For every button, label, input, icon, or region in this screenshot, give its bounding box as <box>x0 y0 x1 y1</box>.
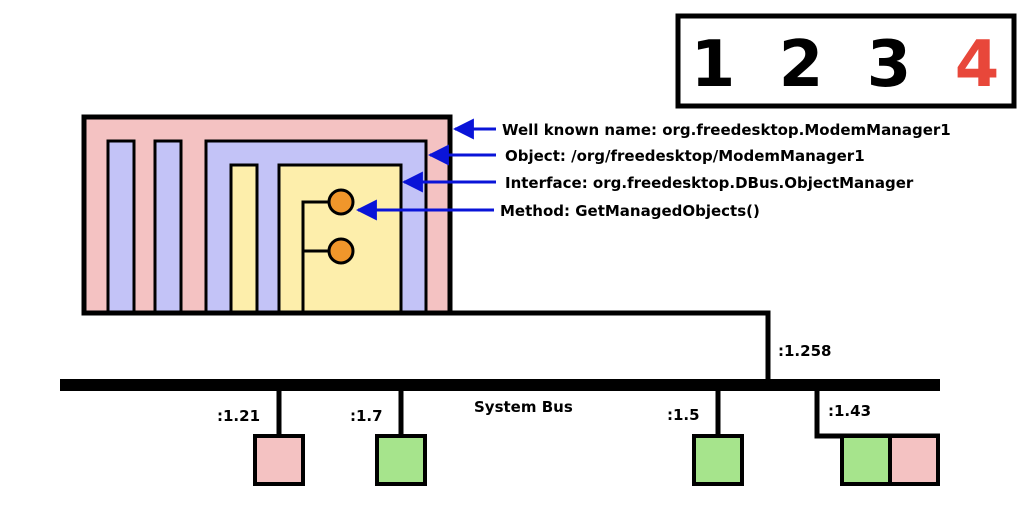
label-interface: Interface: org.freedesktop.DBus.ObjectMa… <box>505 174 914 192</box>
label-object: Object: /org/freedesktop/ModemManager1 <box>505 147 865 165</box>
client-1-43-label: :1.43 <box>828 402 871 420</box>
annotation-arrows <box>355 118 496 221</box>
client-1-21-label: :1.21 <box>217 407 260 425</box>
service-box <box>81 114 453 316</box>
method-circle-2 <box>327 237 355 265</box>
client-1-43-box-pink <box>888 434 940 486</box>
method-connector <box>301 200 329 311</box>
client-1-7-box <box>375 434 427 486</box>
client-1-21: :1.21 <box>217 388 305 486</box>
step-2: 2 <box>779 28 824 102</box>
step-indicator-frame <box>675 13 1017 109</box>
object-bar-2 <box>153 139 183 311</box>
object-bar-1 <box>106 139 136 311</box>
client-1-5: :1.5 <box>667 388 744 486</box>
step-1: 1 <box>691 28 736 102</box>
client-1-43-box-green <box>840 434 892 486</box>
client-1-5-box <box>692 434 744 486</box>
client-1-7: :1.7 <box>350 388 427 486</box>
service-connection-label: :1.258 <box>778 342 831 360</box>
method-circle-getmanagedobjects <box>327 188 355 216</box>
system-bus-label: System Bus <box>474 398 573 416</box>
client-1-43: :1.43 <box>814 388 940 486</box>
interface-bar <box>229 163 259 311</box>
step-3: 3 <box>867 28 912 102</box>
step-4-active: 4 <box>955 28 1000 102</box>
client-1-21-box <box>253 434 305 486</box>
client-1-5-label: :1.5 <box>667 406 700 424</box>
service-connection-line <box>84 310 771 385</box>
label-method: Method: GetManagedObjects() <box>500 202 760 220</box>
client-1-7-label: :1.7 <box>350 407 383 425</box>
label-well-known-name: Well known name: org.freedesktop.ModemMa… <box>502 121 951 139</box>
step-indicator: 1 2 3 4 <box>675 13 1017 109</box>
